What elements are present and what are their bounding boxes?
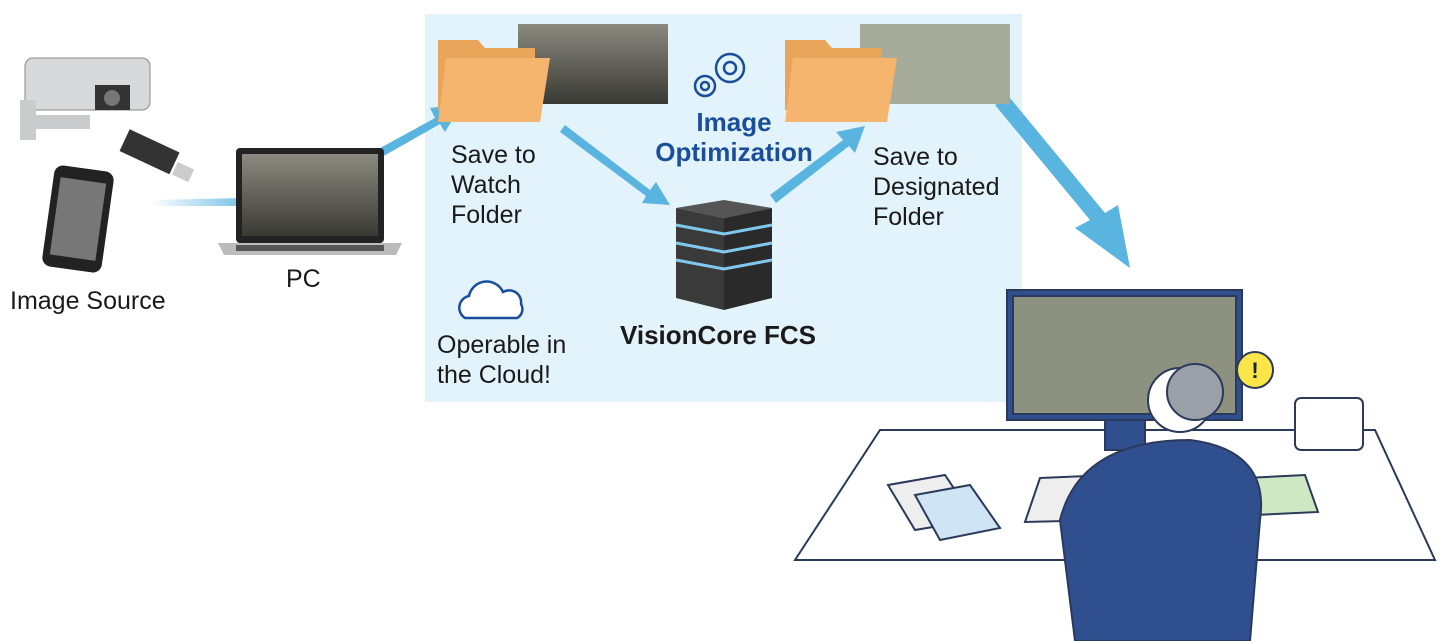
label-line: Operable in [437, 331, 567, 359]
gears-icon [693, 52, 746, 98]
server-icon [675, 200, 773, 310]
label-line: Image [696, 107, 772, 137]
cloud-icon [458, 280, 524, 320]
laptop-icon [218, 148, 402, 255]
label-line: Folder [451, 201, 522, 229]
cloud-label: Operable in the Cloud! [437, 330, 566, 390]
smartphone-icon [42, 165, 114, 273]
arrow-to-pc [150, 190, 265, 214]
label-line: the Cloud! [437, 361, 551, 389]
operator-desk-illustration [793, 289, 1437, 641]
watch-folder-label: Save to Watch Folder [451, 140, 536, 230]
label-line: Watch [451, 171, 521, 199]
designated-folder-label: Save to Designated Folder [873, 142, 999, 232]
arrow-to-designated-folder [770, 126, 865, 203]
label-line: Save to [873, 143, 958, 171]
image-optimization-label: Image Optimization [634, 107, 834, 167]
security-camera-icon [20, 57, 151, 140]
label-line: Designated [873, 173, 1000, 201]
designated-folder-icon [785, 24, 1010, 122]
label-line: Optimization [655, 137, 813, 167]
pc-label: PC [286, 265, 321, 293]
label-line: Folder [873, 203, 944, 231]
usb-drive-icon [119, 129, 195, 183]
label-line: Save to [451, 141, 536, 169]
server-label: VisionCore FCS [620, 320, 817, 350]
alert-icon: ! [1251, 358, 1258, 383]
arrow-to-operator [995, 98, 1130, 268]
watch-folder-icon [438, 24, 668, 122]
image-source-label: Image Source [10, 287, 166, 315]
arrow-to-server [560, 125, 670, 205]
